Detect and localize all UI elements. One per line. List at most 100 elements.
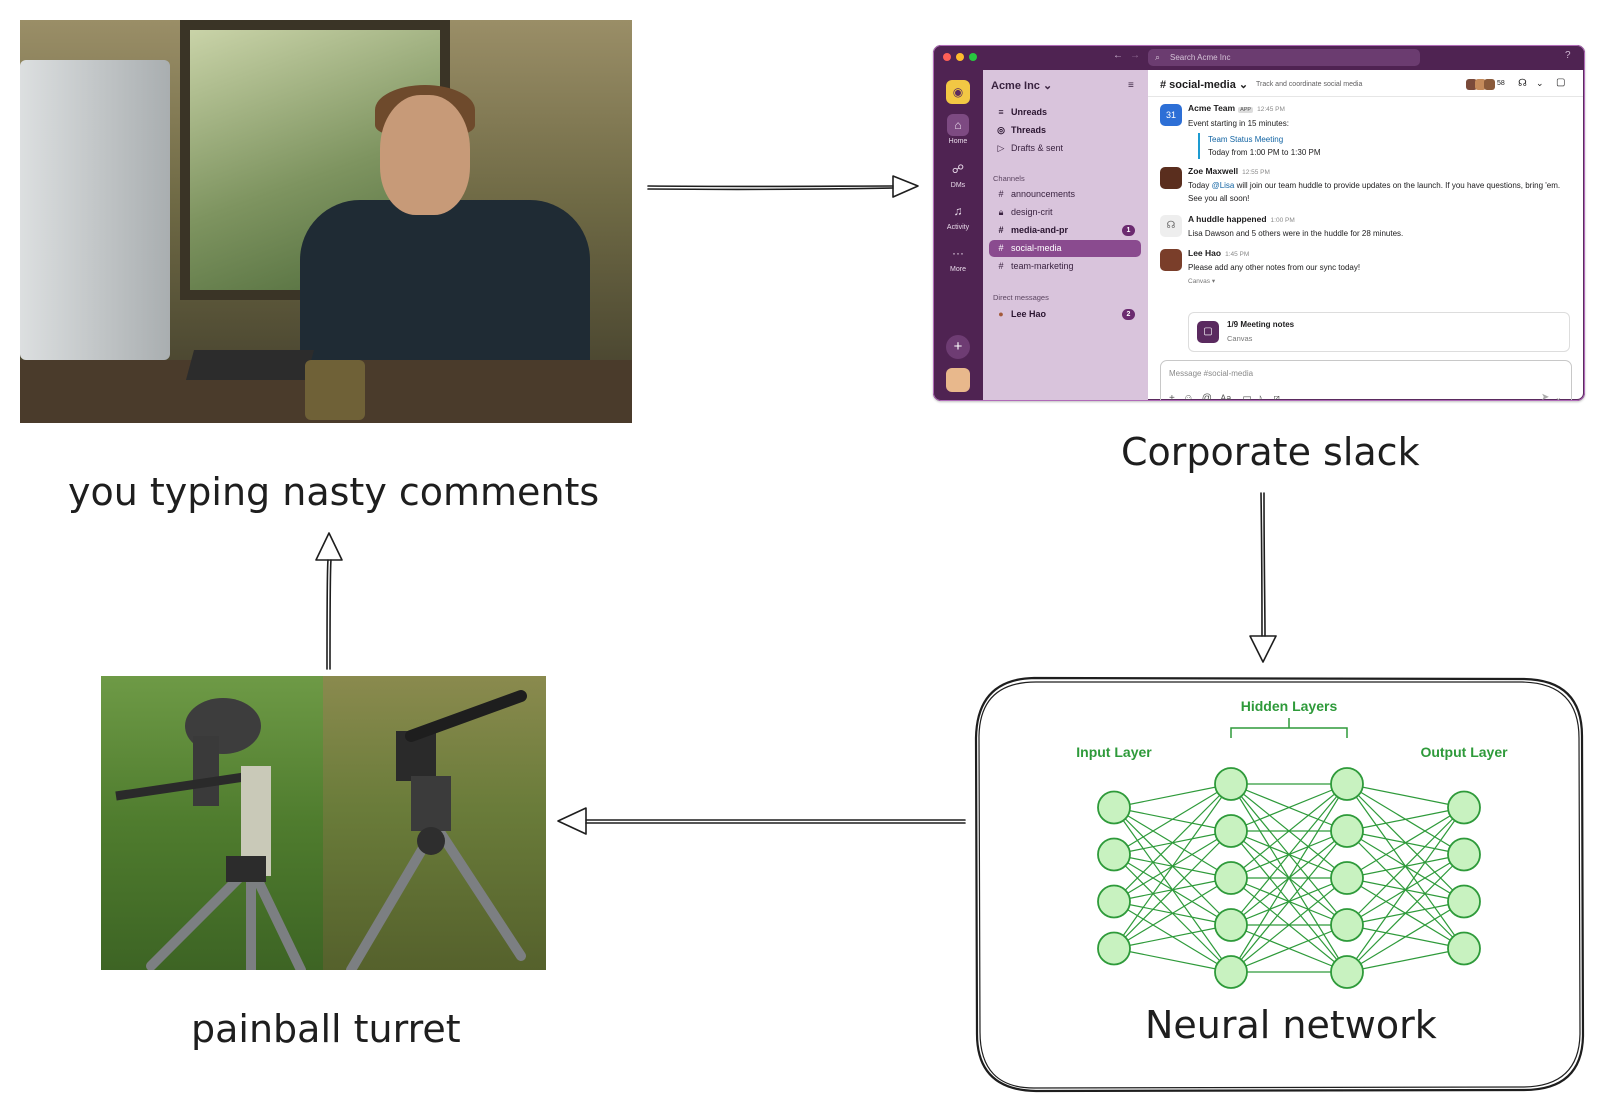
rail-home[interactable]: ⌂ Home — [933, 114, 983, 145]
search-input[interactable]: ⌕ Search Acme Inc — [1148, 49, 1420, 66]
nn-edges — [1113, 783, 1465, 973]
box-outline — [974, 676, 1585, 1093]
nn-edge — [1346, 783, 1465, 809]
nn-node-layer-1 — [1214, 955, 1248, 989]
threads-icon: ◎ — [997, 125, 1005, 135]
composer-input[interactable]: Message #social-media — [1169, 369, 1254, 378]
caption-turret: painball turret — [191, 1007, 461, 1051]
format-button[interactable]: Aa — [1220, 393, 1232, 401]
channel-social-media[interactable]: #social-media — [989, 240, 1141, 257]
nn-edge — [1113, 783, 1232, 809]
plus-icon[interactable]: + — [1169, 393, 1175, 401]
monitor — [20, 60, 170, 360]
chevron-down-icon[interactable]: ⌄ — [1555, 393, 1562, 401]
nn-node-layer-2 — [1330, 861, 1364, 895]
arrow-neural-to-turret — [557, 807, 966, 835]
at-icon[interactable]: @ — [1201, 393, 1212, 401]
nn-edge — [1113, 783, 1232, 949]
nn-node-layer-3 — [1447, 884, 1481, 919]
unread-badge: 1 — [1122, 225, 1135, 236]
nn-node-layer-1 — [1214, 861, 1248, 895]
help-icon[interactable]: ? — [1565, 50, 1571, 61]
caption-slack: Corporate slack — [1121, 430, 1420, 474]
hidden-bracket — [1230, 718, 1348, 738]
close-dot[interactable] — [943, 53, 951, 61]
nn-edge — [1113, 783, 1232, 902]
hidden-layers-label: Hidden Layers — [1241, 698, 1338, 714]
nn-node-layer-2 — [1330, 814, 1364, 848]
nav-drafts[interactable]: ▷Drafts & sent — [989, 140, 1141, 157]
workspace-logo-icon[interactable]: ◉ — [946, 80, 970, 104]
send-icon[interactable]: ➤ — [1541, 392, 1550, 401]
nn-node-layer-3 — [1447, 790, 1481, 825]
chevron-down-icon[interactable]: ⌄ — [1536, 78, 1544, 88]
video-icon[interactable]: ▭ — [1242, 393, 1252, 401]
bell-icon: ♫ — [953, 204, 963, 218]
nn-node-layer-0 — [1097, 837, 1131, 872]
nn-edge — [1113, 783, 1232, 856]
nn-edge — [1346, 806, 1465, 832]
channel-announcements[interactable]: #announcements — [989, 186, 1141, 203]
nn-edge — [1230, 783, 1348, 879]
more-icon: ··· — [952, 246, 964, 260]
meeting-link[interactable]: Team Status Meeting — [1208, 135, 1284, 144]
nn-node-layer-3 — [1447, 931, 1481, 966]
zoom-dot[interactable] — [969, 53, 977, 61]
message-composer[interactable]: Message #social-media + ☺ @ Aa ▭ ♪ ⧄ ➤ ⌄ — [1160, 360, 1572, 401]
rail-more[interactable]: ··· More — [933, 242, 983, 273]
headphones-icon[interactable]: ☊ — [1518, 78, 1527, 89]
calendar-icon: 31 — [1160, 104, 1182, 126]
filter-icon[interactable]: ≡ — [1128, 80, 1134, 91]
nn-nodes — [1097, 767, 1481, 989]
nn-node-layer-1 — [1214, 908, 1248, 942]
arrow-slack-to-neural — [1249, 492, 1277, 663]
hash-icon: # — [998, 243, 1004, 253]
dms-icon: ☍ — [951, 162, 965, 176]
nn-edge — [1113, 877, 1232, 950]
home-icon: ⌂ — [947, 114, 969, 136]
canvas-card[interactable]: ▢ 1/9 Meeting notes Canvas — [1188, 312, 1570, 352]
mention[interactable]: @Lisa — [1211, 181, 1235, 190]
mic-icon[interactable]: ♪ — [1257, 393, 1263, 401]
arrow-turret-to-typing — [315, 532, 343, 670]
slash-icon[interactable]: ⧄ — [1273, 393, 1280, 401]
workspace-name[interactable]: Acme Inc ⌄ — [991, 80, 1053, 92]
channel-design-crit[interactable]: 🔒︎design-crit — [989, 204, 1141, 221]
nav-unreads[interactable]: ≡Unreads — [989, 104, 1141, 121]
unread-badge: 2 — [1122, 309, 1135, 320]
user-avatar[interactable] — [946, 368, 970, 392]
forward-arrow-icon[interactable]: → — [1130, 50, 1140, 61]
marker-barrel — [115, 771, 252, 801]
member-faces[interactable]: 58 — [1466, 78, 1508, 92]
nn-edge — [1346, 806, 1465, 879]
slack-rail: ◉ ⌂ Home ☍ DMs ♫ Activity ··· More + — [933, 70, 983, 401]
add-icon[interactable]: + — [946, 335, 970, 359]
channel-team-marketing[interactable]: #team-marketing — [989, 258, 1141, 275]
slack-sidebar: Acme Inc ⌄ ≡ ≡Unreads ◎Threads ▷Drafts &… — [983, 70, 1148, 400]
back-arrow-icon[interactable]: ← — [1113, 50, 1123, 61]
nn-node-layer-2 — [1330, 908, 1364, 942]
box-outline-inner — [978, 681, 1581, 1089]
channel-title[interactable]: # social-media ⌄ — [1160, 79, 1249, 91]
turret-barrel — [405, 690, 527, 742]
nn-edge — [1230, 924, 1348, 973]
hash-icon: # — [998, 261, 1004, 271]
nn-node-layer-0 — [1097, 884, 1131, 919]
nn-node-layer-2 — [1330, 955, 1364, 989]
nn-edge — [1113, 924, 1232, 950]
channel-topic: Track and coordinate social media — [1256, 81, 1363, 88]
rail-dms[interactable]: ☍ DMs — [933, 158, 983, 189]
member-count: 58 — [1497, 80, 1505, 87]
minimize-dot[interactable] — [956, 53, 964, 61]
canvas-icon[interactable]: ▢ — [1556, 77, 1566, 88]
nav-threads[interactable]: ◎Threads — [989, 122, 1141, 139]
emoji-icon[interactable]: ☺ — [1183, 393, 1194, 401]
rail-activity[interactable]: ♫ Activity — [933, 200, 983, 231]
hash-icon: # — [998, 189, 1004, 199]
